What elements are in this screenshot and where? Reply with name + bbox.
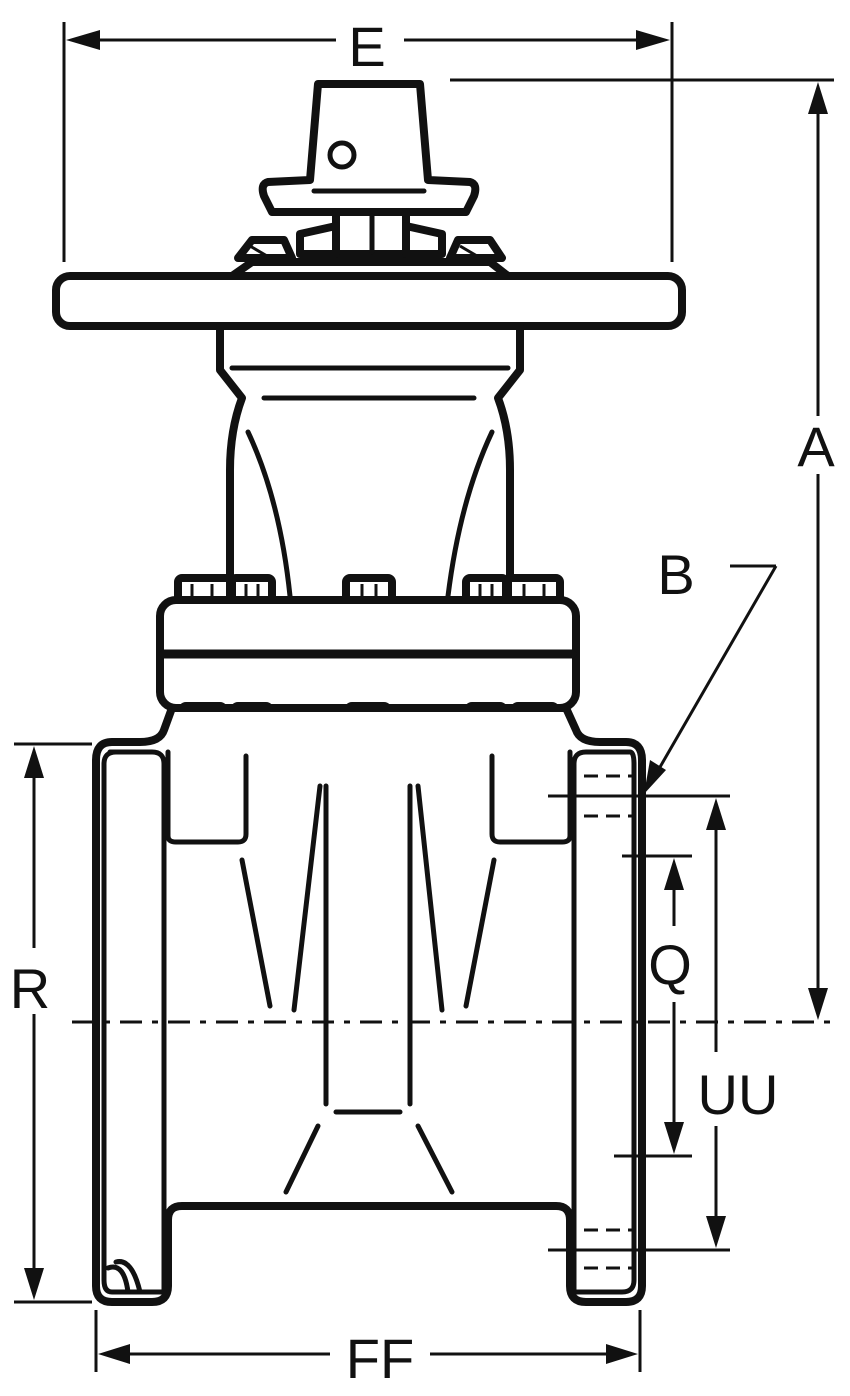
operating-nut (258, 80, 480, 258)
dimension-ff (94, 1310, 642, 1372)
bonnet-body (216, 322, 524, 604)
label-r: R (10, 957, 50, 1020)
body-bonnet-flange (156, 596, 580, 712)
dimension-e (62, 22, 674, 262)
valve-body (92, 704, 646, 1306)
label-ff: FF (346, 1327, 414, 1390)
label-b: B (657, 543, 694, 606)
label-e: E (348, 15, 385, 78)
label-a: A (797, 415, 835, 478)
nut-pin-hole (327, 140, 357, 170)
dimension-q (614, 854, 692, 1158)
label-q: Q (648, 933, 692, 996)
bonnet-flange-plate (52, 272, 686, 330)
leader-b (644, 564, 778, 794)
dimension-r (14, 742, 92, 1304)
flange-bolt-holes (584, 774, 634, 1270)
label-uu: UU (698, 1063, 779, 1126)
dimension-a (450, 78, 834, 1020)
dimension-uu (548, 794, 730, 1252)
